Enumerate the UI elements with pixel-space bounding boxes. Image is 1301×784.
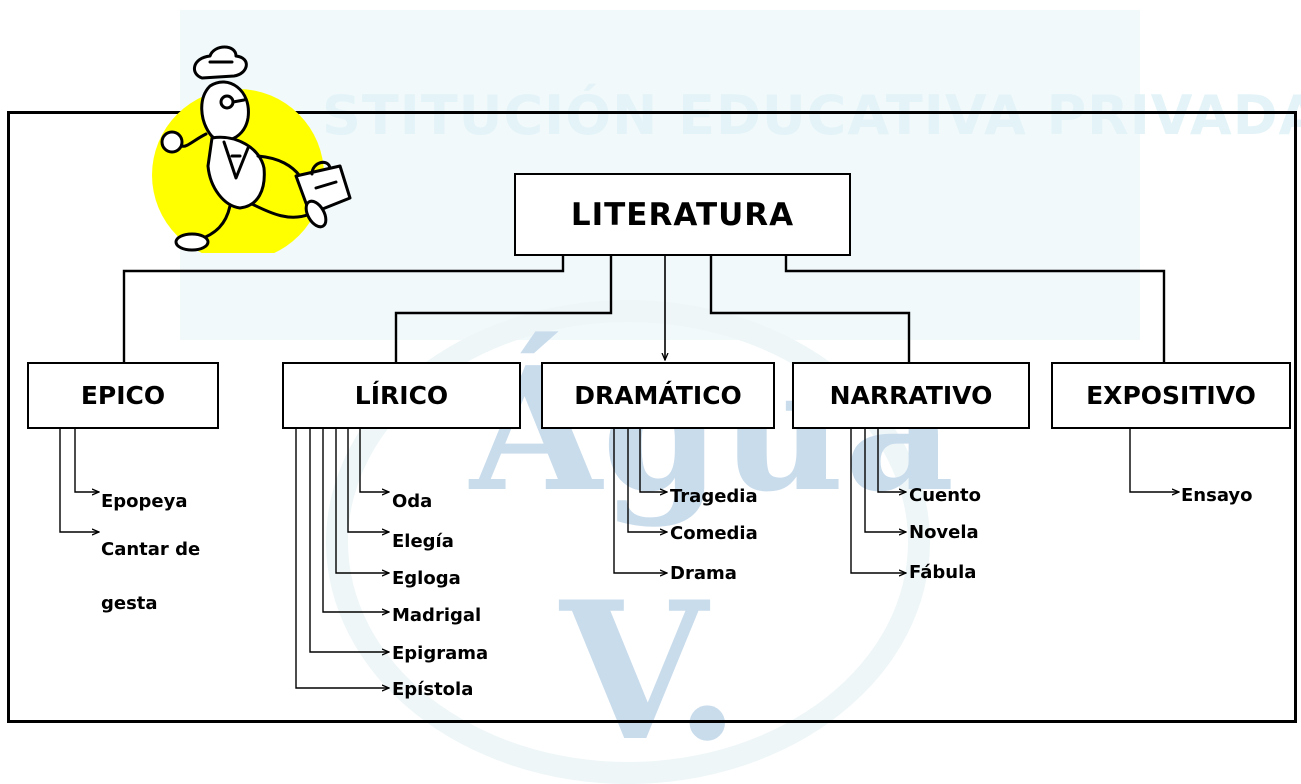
leaf-egloga: Egloga — [392, 568, 461, 589]
leaf-comedia: Comedia — [670, 523, 758, 544]
leaf-elegia: Elegía — [392, 531, 454, 552]
category-lirico: LÍRICO — [282, 362, 521, 429]
category-dramatico: DRAMÁTICO — [541, 362, 775, 429]
leaf-epistola: Epístola — [392, 679, 474, 700]
leaf-oda: Oda — [392, 491, 433, 512]
leaf-tragedia: Tragedia — [670, 486, 758, 507]
leaf-cuento: Cuento — [909, 485, 982, 506]
leaf-epigrama: Epigrama — [392, 643, 489, 664]
leaf-madrigal: Madrigal — [392, 605, 482, 626]
leaf-cantar-de: Cantar de — [101, 539, 201, 560]
category-narrativo: NARRATIVO — [792, 362, 1030, 429]
cartoon-man-running-with-briefcase-icon — [152, 45, 352, 253]
leaf-gesta: gesta — [101, 593, 158, 614]
category-expositivo: EXPOSITIVO — [1051, 362, 1291, 429]
watermark-institution-text: STITUCIÓN EDUCATIVA PRIVADA — [322, 84, 1301, 147]
root-node-literatura: LITERATURA — [514, 173, 851, 256]
leaf-epopeya: Epopeya — [101, 491, 188, 512]
leaf-ensayo: Ensayo — [1181, 485, 1253, 506]
leaf-fabula: Fábula — [909, 562, 977, 583]
category-epico: EPICO — [27, 362, 219, 429]
leaf-novela: Novela — [909, 522, 979, 543]
concept-map: STITUCIÓN EDUCATIVA PRIVADA Águа V. — [7, 10, 1301, 784]
leaf-drama: Drama — [670, 563, 737, 584]
